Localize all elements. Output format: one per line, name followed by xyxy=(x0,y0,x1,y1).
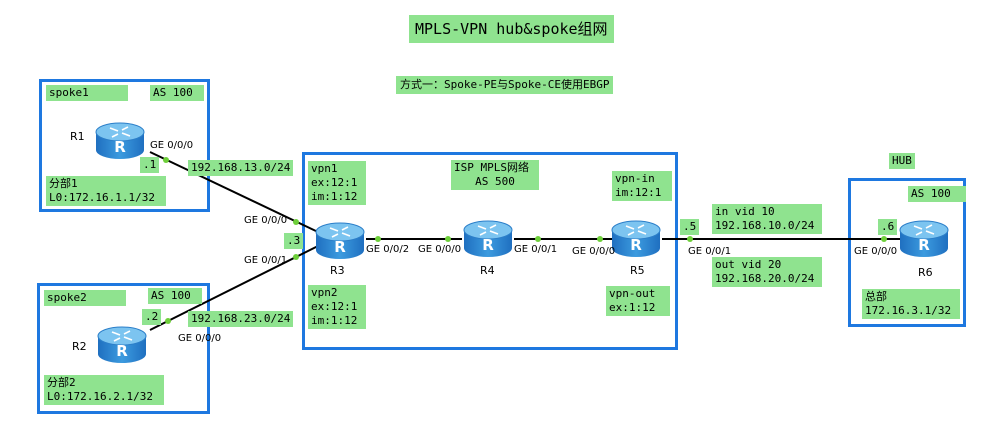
spoke1-as: AS 100 xyxy=(150,85,204,101)
iface-r2-ge000: GE 0/0/0 xyxy=(178,333,222,344)
iface-r6-ge000: GE 0/0/0 xyxy=(854,246,898,257)
router-r1-icon[interactable]: R xyxy=(92,116,148,164)
spoke1-site: 分部1 xyxy=(46,176,166,192)
vpn1-ex: ex:12:1 xyxy=(308,175,366,191)
router-r5-icon[interactable]: R xyxy=(608,214,664,262)
vpn-in-name: vpn-in xyxy=(612,171,672,187)
vpn1-im: im:1:12 xyxy=(308,189,366,205)
host-r2: .2 xyxy=(142,309,162,325)
link-r2-r3 xyxy=(149,245,319,331)
router-r3-name: R3 xyxy=(330,264,345,277)
isp-as: AS 500 xyxy=(451,174,539,190)
host-r1: .1 xyxy=(140,157,160,173)
spoke2-site: 分部2 xyxy=(44,375,164,391)
spoke2-name: spoke2 xyxy=(44,290,126,306)
port-dot xyxy=(445,236,451,242)
subnet-r1-r3: 192.168.13.0/24 xyxy=(188,160,294,176)
svg-text:R: R xyxy=(918,236,930,254)
svg-text:R: R xyxy=(116,342,128,360)
subnet-out-vid: out vid 20 xyxy=(712,257,822,273)
router-r5-name: R5 xyxy=(630,264,645,277)
router-shape: R xyxy=(95,122,145,159)
router-shape: R xyxy=(463,220,513,257)
router-r2-name: R2 xyxy=(72,340,87,353)
host-r3: .3 xyxy=(284,233,304,249)
port-dot xyxy=(375,236,381,242)
spoke1-name: spoke1 xyxy=(46,85,128,101)
subnet-in-vid: in vid 10 xyxy=(712,204,822,220)
diagram-subtitle: 方式一：Spoke-PE与Spoke-CE使用EBGP xyxy=(396,76,614,94)
diagram-title: MPLS-VPN hub&spoke组网 xyxy=(409,15,614,43)
port-dot xyxy=(163,157,169,163)
link-r1-r3 xyxy=(149,151,319,233)
router-shape: R xyxy=(611,220,661,257)
spoke1-loopback: L0:172.16.1.1/32 xyxy=(46,190,166,206)
router-r6-icon[interactable]: R xyxy=(896,214,952,262)
vpn-out-ex: ex:1:12 xyxy=(606,300,670,316)
router-shape: R xyxy=(315,222,365,259)
router-r6-name: R6 xyxy=(918,266,933,279)
spoke2-box xyxy=(37,283,210,414)
iface-r1-ge000: GE 0/0/0 xyxy=(150,140,194,151)
hub-name: HUB xyxy=(889,153,915,169)
host-r5: .5 xyxy=(680,219,700,235)
iface-r3-ge001: GE 0/0/1 xyxy=(244,255,288,266)
subnet-r2-r3: 192.168.23.0/24 xyxy=(188,311,294,327)
iface-r4-ge000: GE 0/0/0 xyxy=(418,244,462,255)
isp-name: ISP MPLS网络 xyxy=(451,160,539,176)
router-r2-icon[interactable]: R xyxy=(94,320,150,368)
port-dot xyxy=(597,236,603,242)
iface-r5-ge001: GE 0/0/1 xyxy=(688,246,732,257)
port-dot xyxy=(687,236,693,242)
port-dot xyxy=(535,236,541,242)
vpn-out-name: vpn-out xyxy=(606,286,670,302)
port-dot xyxy=(881,236,887,242)
spoke2-loopback: L0:172.16.2.1/32 xyxy=(44,389,164,405)
router-shape: R xyxy=(899,220,949,257)
svg-text:R: R xyxy=(334,238,346,256)
subnet-out-net: 192.168.20.0/24 xyxy=(712,271,822,287)
hub-site: 总部 xyxy=(862,289,960,305)
port-dot xyxy=(293,254,299,260)
spoke1-box xyxy=(39,79,210,212)
host-r6: .6 xyxy=(878,219,898,235)
vpn1-name: vpn1 xyxy=(308,161,366,177)
port-dot xyxy=(293,219,299,225)
iface-r3-ge000: GE 0/0/0 xyxy=(244,215,288,226)
vpn2-name: vpn2 xyxy=(308,285,366,301)
port-dot xyxy=(165,318,171,324)
router-r4-name: R4 xyxy=(480,264,495,277)
router-r4-icon[interactable]: R xyxy=(460,214,516,262)
spoke2-as: AS 100 xyxy=(148,288,202,304)
svg-text:R: R xyxy=(482,236,494,254)
iface-r5-ge000: GE 0/0/0 xyxy=(572,246,616,257)
svg-text:R: R xyxy=(630,236,642,254)
router-shape: R xyxy=(97,326,147,363)
subnet-in-net: 192.168.10.0/24 xyxy=(712,218,822,234)
vpn2-ex: ex:12:1 xyxy=(308,299,366,315)
hub-as: AS 100 xyxy=(908,186,966,202)
vpn2-im: im:1:12 xyxy=(308,313,366,329)
iface-r3-ge002: GE 0/0/2 xyxy=(366,244,410,255)
svg-text:R: R xyxy=(114,138,126,156)
router-r1-name: R1 xyxy=(70,130,85,143)
vpn-in-im: im:12:1 xyxy=(612,185,672,201)
router-r3-icon[interactable]: R xyxy=(312,216,368,264)
isp-box xyxy=(302,152,678,350)
hub-loopback: 172.16.3.1/32 xyxy=(862,303,960,319)
iface-r4-ge001: GE 0/0/1 xyxy=(514,244,558,255)
hub-box xyxy=(848,178,966,327)
